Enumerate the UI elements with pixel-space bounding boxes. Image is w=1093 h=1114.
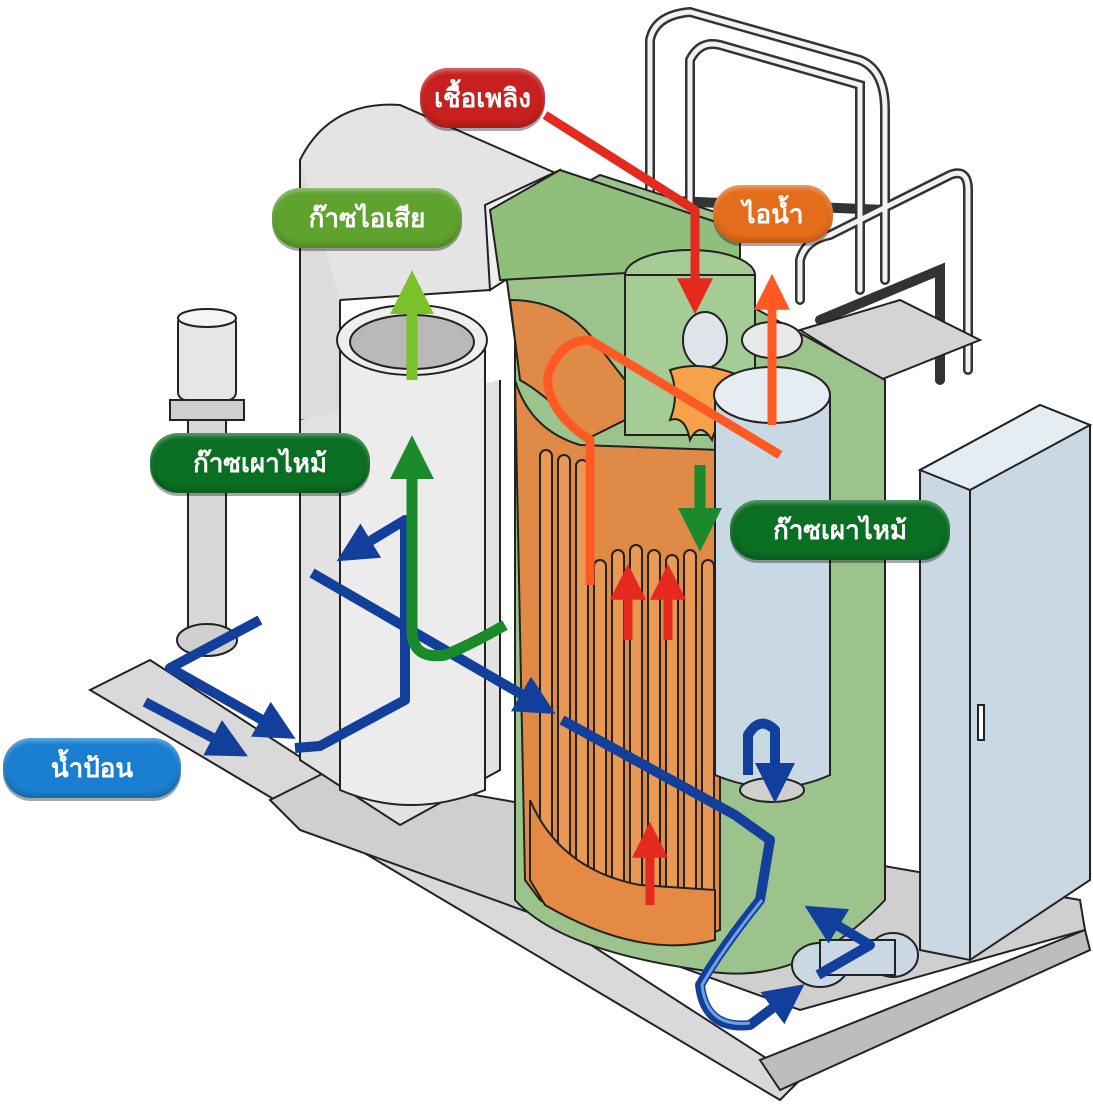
- label-fuel: เชื้อเพลิง: [420, 68, 545, 128]
- label-exhaust-gas: ก๊าซไอเสีย: [272, 188, 462, 248]
- label-combustion-gas-right: ก๊าซเผาไหม้: [730, 500, 950, 560]
- label-steam: ไอน้ำ: [713, 185, 833, 243]
- label-combustion-gas-left: ก๊าซเผาไหม้: [150, 433, 370, 493]
- feed-water-flow: [142, 515, 875, 1031]
- steam-drum: [713, 321, 831, 803]
- heat-flow: [610, 563, 686, 905]
- combustion-gas-flow: [390, 435, 722, 662]
- control-panel: [917, 403, 1093, 962]
- steam-flow: [543, 273, 790, 585]
- furnace-tubes: [508, 298, 721, 947]
- fuel-arrow: [542, 111, 713, 315]
- label-feed-water: น้ำป้อน: [3, 738, 181, 798]
